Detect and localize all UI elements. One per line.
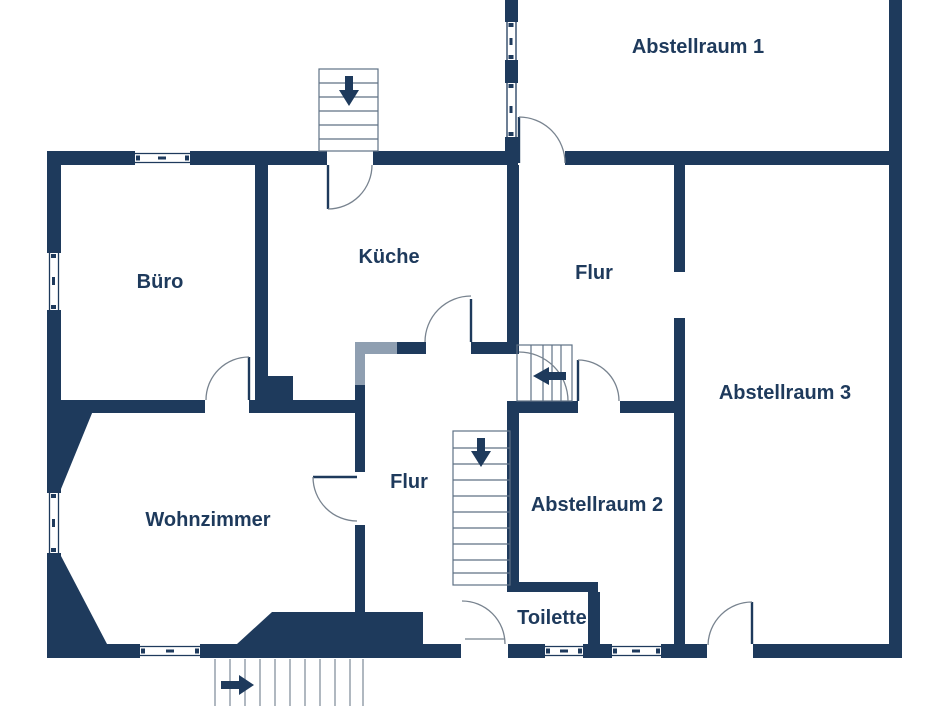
room-label-wohnzimmer: Wohnzimmer (145, 509, 270, 531)
partition-segment (355, 342, 365, 385)
chamfer-wall (47, 556, 107, 644)
door-buero (205, 356, 251, 401)
room-label-flur-upper: Flur (575, 262, 613, 284)
bottom-entry-stairs (214, 659, 364, 706)
wall-segment (583, 644, 612, 658)
wall-segment (505, 60, 518, 83)
wall-segment (355, 385, 365, 472)
wall-segment (47, 400, 205, 413)
winder-stairs (516, 344, 573, 402)
room-label-buero: Büro (137, 271, 184, 293)
interior-walls (47, 165, 685, 646)
wall-segment (507, 582, 598, 592)
wall-segment (200, 644, 461, 658)
exterior-walls (47, 0, 902, 658)
wall-segment (620, 401, 685, 413)
cellar-stairs (452, 430, 511, 586)
wall-segment (588, 592, 600, 645)
window-abstellraum2-bottom (612, 645, 661, 657)
doors (205, 116, 754, 646)
door-kueche-inner (424, 295, 473, 343)
partition-segment (355, 342, 397, 354)
wall-segment (674, 165, 685, 272)
wall-segment (889, 0, 902, 658)
door-abstellraum-1 (517, 116, 566, 164)
window-toilette-bottom (545, 645, 583, 657)
chimney-block (255, 376, 293, 401)
wall-segment (47, 151, 61, 253)
window-abstellraum1-left-upper (506, 22, 517, 60)
arrow-left-icon (533, 367, 566, 385)
arrow-down-icon (339, 76, 359, 106)
wall-segment (397, 342, 426, 354)
wall-segment (505, 137, 518, 165)
wall-segment (565, 151, 889, 165)
room-labels: Abstellraum 1 Büro Küche Flur Abstellrau… (137, 36, 851, 629)
chamfer-wall (47, 401, 97, 489)
wall-segment (507, 401, 578, 413)
door-wohnzimmer (312, 475, 358, 522)
wall-segment (190, 151, 327, 165)
wall-segment (373, 151, 507, 165)
room-label-abstellraum-3: Abstellraum 3 (719, 382, 851, 404)
arrow-right-icon (221, 675, 254, 695)
room-label-flur-lower: Flur (390, 471, 428, 493)
arrow-down-icon (471, 438, 491, 467)
door-abstellraum-2 (576, 359, 620, 402)
windows (48, 22, 661, 657)
wall-segment (507, 401, 519, 583)
wall-segment (507, 165, 519, 354)
room-label-toilette: Toilette (517, 607, 587, 629)
wall-segment (47, 151, 135, 165)
wall-segment (471, 342, 519, 354)
door-kueche-top (326, 164, 373, 210)
partition-walls (355, 342, 397, 385)
door-abstellraum-3-exterior (707, 601, 754, 646)
top-entry-stairs (318, 68, 379, 152)
room-label-abstellraum-1: Abstellraum 1 (632, 36, 764, 58)
window-buero-top (135, 152, 190, 164)
room-label-abstellraum-2: Abstellraum 2 (531, 494, 663, 516)
stair-mass-wall (237, 612, 423, 644)
wall-segment (508, 644, 545, 658)
wall-segment (47, 644, 140, 658)
wall-segment (249, 400, 365, 413)
wall-segment (661, 644, 707, 658)
wall-segment (355, 525, 365, 612)
room-label-kueche: Küche (358, 246, 419, 268)
door-entrance-toilette (461, 600, 506, 645)
wall-segment (505, 0, 518, 22)
wall-segment (674, 318, 685, 646)
window-abstellraum1-left-lower (506, 83, 517, 137)
window-buero-left (48, 253, 60, 310)
wall-segment (255, 165, 268, 401)
window-wohnzimmer-bottom (140, 645, 200, 657)
wall-segment (753, 644, 902, 658)
window-wohnzimmer-left (48, 493, 60, 553)
